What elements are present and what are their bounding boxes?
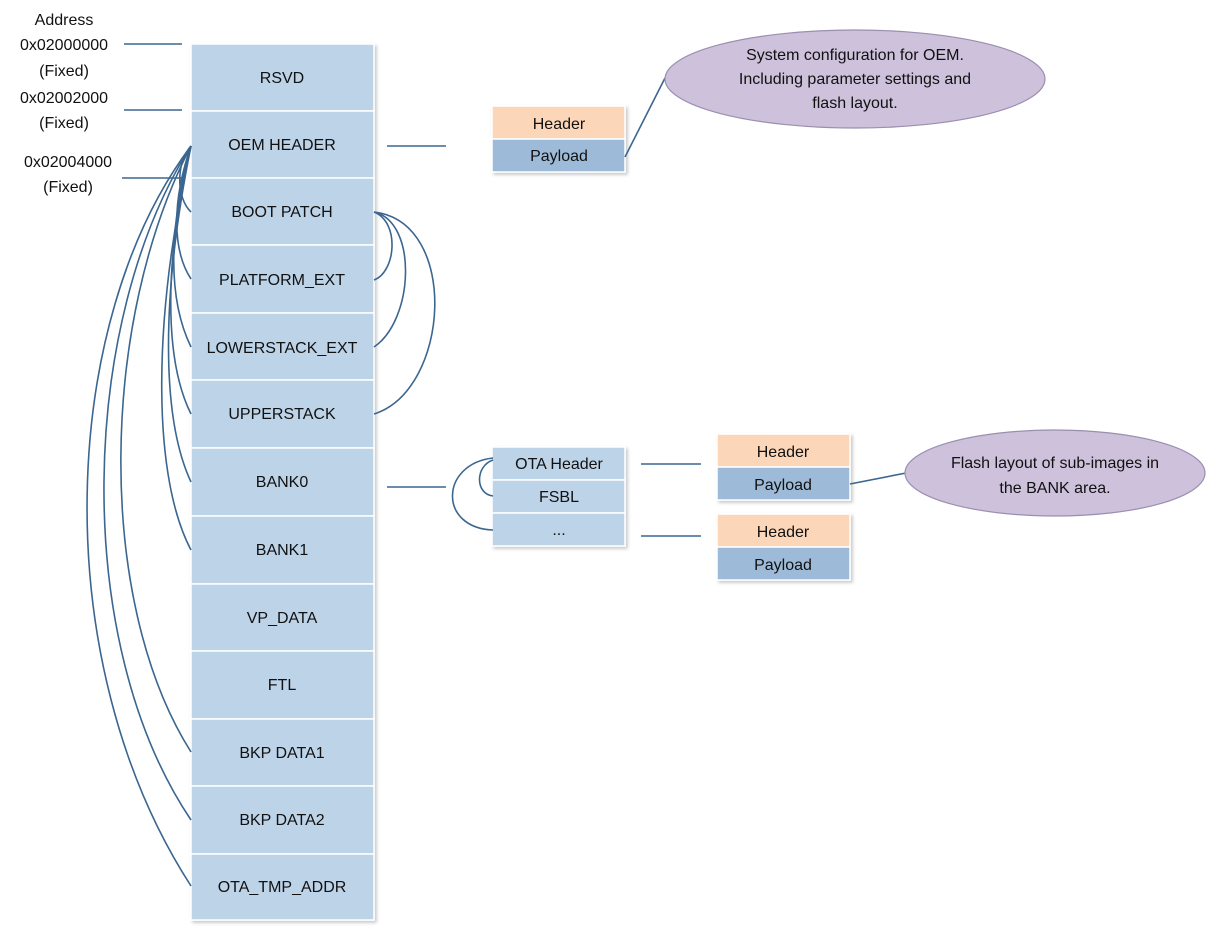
bank-note-text: Flash layout of sub-images in the BANK a… [951,455,1159,497]
flash-block-bkp-data2-label: BKP DATA2 [239,812,324,829]
flash-block [190,853,375,921]
bank-image-row-box [491,512,626,547]
bank-image-labels: OTA Header FSBL ... [515,456,603,539]
address-oem-header: 0x02002000 [20,90,108,107]
flash-block-lowerstack-ext-label: LOWERSTACK_EXT [207,340,358,357]
sub-image-b-payload-label: Payload [754,557,812,574]
oem-image-payload-box [491,138,626,173]
flash-block [190,785,375,855]
sub-image-b-payload-box [716,546,851,581]
bank-image-ota-header-label: OTA Header [515,456,603,473]
address-pointers [122,43,182,179]
oem-header-references [86,145,192,887]
flash-block-vp-data-label: VP_DATA [247,610,318,627]
sub-image-a-header-label: Header [757,444,810,461]
oem-note-ellipse [664,29,1046,129]
address-rsvd: 0x02000000 [20,37,108,54]
flash-block-upperstack-label: UPPERSTACK [228,406,336,423]
ota-header-references [451,457,494,531]
oem-note-line: System configuration for OEM. [746,47,964,64]
oem-note-line: flash layout. [812,95,897,112]
address-rsvd-note: (Fixed) [39,63,89,80]
oem-image-payload-label: Payload [530,148,588,165]
reference-curve [103,145,192,821]
bank-image [491,446,626,547]
sub-image-b-header-label: Header [757,524,810,541]
flash-block-rsvd-label: RSVD [260,70,304,87]
flash-block-ftl-label: FTL [268,677,297,694]
bank-image-more-label: ... [552,522,565,539]
oem-image-header-label: Header [533,116,586,133]
flash-block [190,43,375,112]
reference-curve [451,457,494,531]
flash-block [190,110,375,179]
sub-image-a-payload-box [716,466,851,501]
flash-block-bank0-label: BANK0 [256,474,309,491]
flash-block-boot-patch-label: BOOT PATCH [231,204,332,221]
bank-note-line: Flash layout of sub-images in [951,455,1159,472]
sub-image-a-payload-label: Payload [754,477,812,494]
reference-curve [373,211,407,348]
oem-note-connector [624,77,666,158]
reference-curve [373,211,436,415]
reference-curve [478,459,494,497]
flash-block [190,177,375,246]
sub-image-a [716,433,851,501]
bank-note-connector [849,472,907,485]
flash-block [190,650,375,720]
address-heading: Address [35,12,94,29]
address-labels: Address 0x02000000 (Fixed) 0x02002000 (F… [20,12,112,196]
bank-image-row-box [491,446,626,481]
reference-curve [86,145,192,887]
flash-block-bank1-label: BANK1 [256,542,309,559]
flash-block [190,447,375,517]
address-oem-header-note: (Fixed) [39,115,89,132]
boot-patch-references [373,211,436,415]
address-boot-patch: 0x02004000 [24,154,112,171]
reference-curve [373,211,393,281]
address-boot-patch-note: (Fixed) [43,179,93,196]
flash-block-platform-ext-label: PLATFORM_EXT [219,272,345,289]
bank-image-row-box [491,479,626,514]
flash-labels: RSVD OEM HEADER BOOT PATCH PLATFORM_EXT … [207,70,358,896]
oem-header-image [491,105,626,173]
reference-curve [167,145,192,483]
sub-image-b [716,513,851,581]
bank-image-fsbl-label: FSBL [539,489,579,506]
bank-note-ellipse [904,429,1206,517]
sub-image-a-header-box [716,433,851,468]
flash-block-bkp-data1-label: BKP DATA1 [239,745,324,762]
flash-block [190,583,375,652]
flash-block-ota-tmp-addr-label: OTA_TMP_ADDR [218,879,347,896]
flash-block-oem-header-label: OEM HEADER [228,137,336,154]
reference-curve [160,145,192,551]
bank-note-line: the BANK area. [999,480,1110,497]
flash-column [190,43,375,921]
oem-image-header-box [491,105,626,140]
oem-note-line: Including parameter settings and [739,71,971,88]
oem-note-text: System configuration for OEM. Including … [739,47,971,112]
reference-curve [120,145,192,753]
